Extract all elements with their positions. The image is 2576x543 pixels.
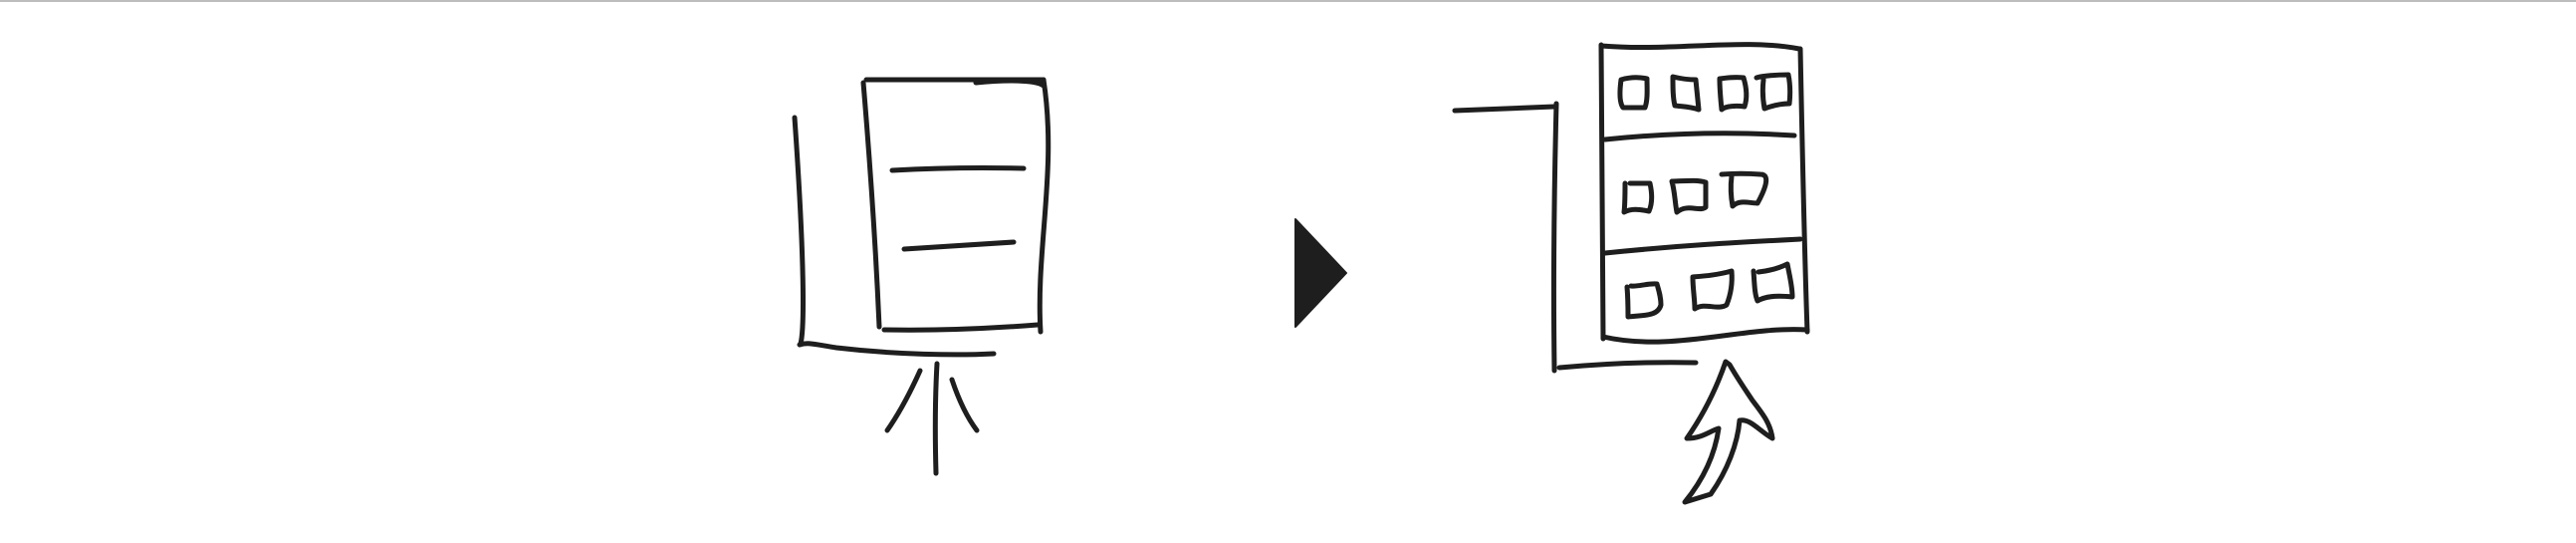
sheet-line-2: [901, 239, 1017, 252]
tablet-left-edge: [1598, 42, 1606, 342]
easel-base-bar: [797, 341, 997, 358]
back-frame-left: [1550, 101, 1559, 374]
sheet-line-1: [889, 164, 1027, 173]
tablet-bottom-edge: [1600, 327, 1810, 345]
easel-leg-left: [884, 368, 923, 433]
sheet-top-curl: [973, 78, 1047, 89]
pointer-cursor-icon: [1682, 359, 1775, 505]
tablet-grid-with-cursor-icon: [1452, 42, 1810, 505]
grid-tile: [1670, 74, 1702, 113]
back-frame-bottom: [1556, 360, 1699, 371]
easel-leg-right: [949, 377, 980, 433]
sheet-right-edge: [1037, 77, 1052, 335]
grid-divider-1: [1602, 131, 1797, 142]
grid-tile: [1621, 180, 1655, 215]
sheet-left-edge: [860, 80, 882, 330]
grid-tile: [1669, 177, 1709, 215]
grid-tile: [1754, 72, 1793, 112]
grid-tile: [1617, 75, 1650, 111]
tablet-right-edge: [1797, 46, 1810, 335]
easel-with-document-icon: [792, 77, 1052, 476]
grid-tile: [1717, 75, 1750, 113]
grid-tile: [1751, 261, 1795, 304]
grid-tile: [1690, 268, 1735, 312]
back-frame-top: [1452, 104, 1557, 114]
sheet-bottom-edge: [881, 322, 1041, 333]
easel-leg-center: [932, 361, 940, 476]
grid-tile: [1719, 170, 1769, 209]
play-triangle-icon: [1294, 218, 1347, 328]
easel-back-left-edge: [792, 115, 806, 347]
grid-divider-2: [1602, 236, 1803, 256]
tablet-top-edge: [1598, 42, 1802, 52]
grid-tile: [1624, 281, 1664, 320]
